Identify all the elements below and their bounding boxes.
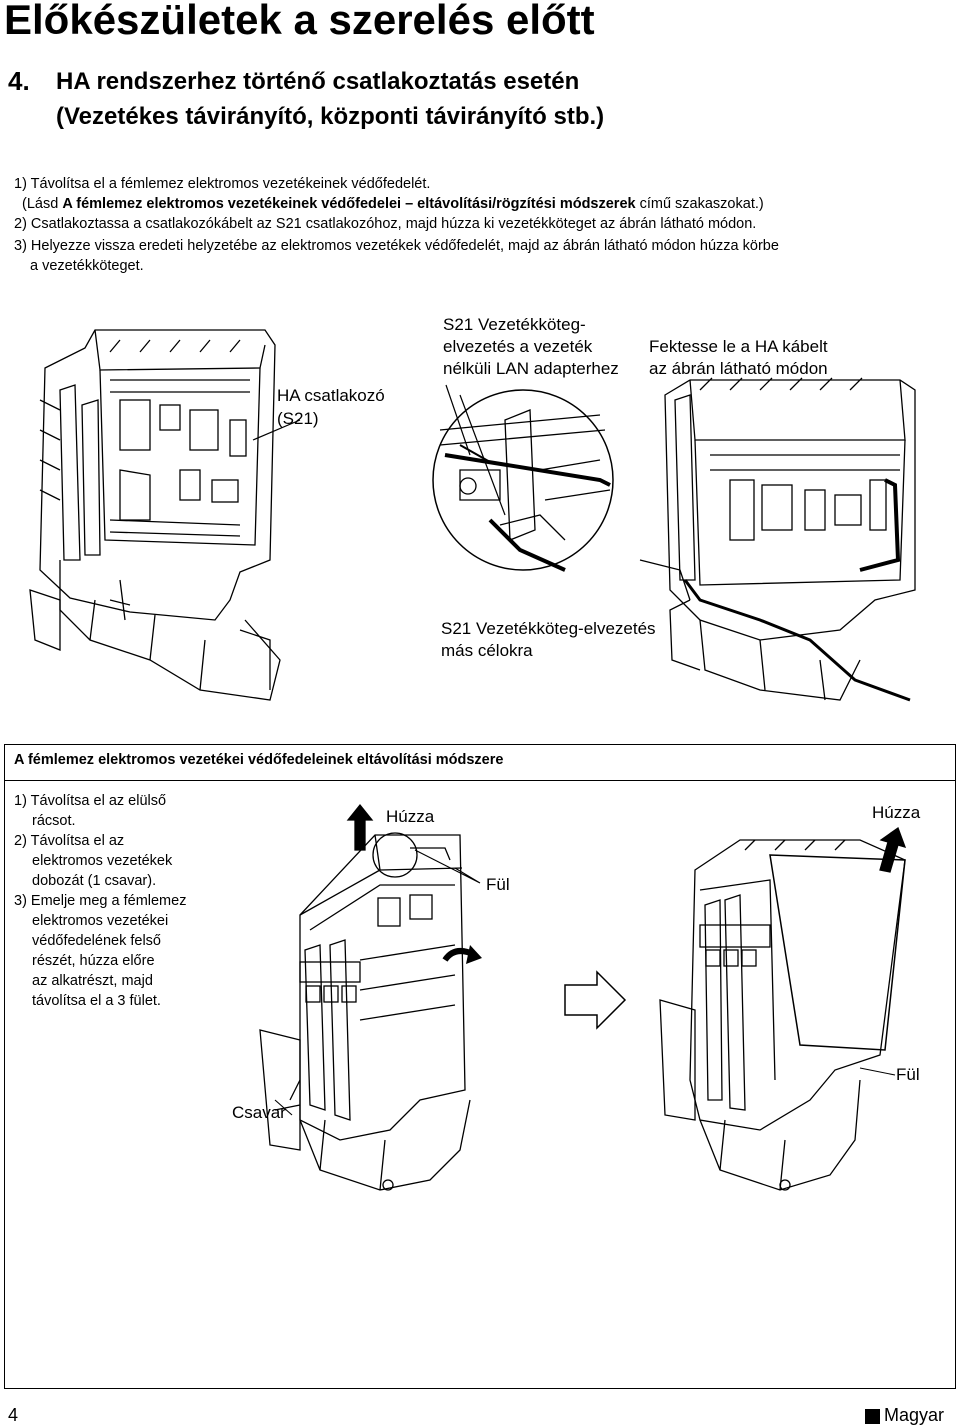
pull-arrow-right	[879, 826, 907, 873]
removal-method-box	[4, 744, 956, 1389]
magnified-detail-circle	[432, 389, 614, 572]
transition-arrow	[564, 970, 627, 1030]
label-ha-connector-code: (S21)	[277, 409, 319, 428]
step-1-line1: 1) Távolítsa el a fémlemez elektromos ve…	[14, 176, 431, 192]
removal-step-line: részét, húzza előre	[32, 953, 155, 969]
removal-step-line: 2) Távolítsa el az	[14, 833, 125, 849]
removal-title-divider	[4, 780, 956, 781]
removal-steps: 1) Távolítsa el az elülső rácsot. 2) Táv…	[14, 791, 186, 1011]
removal-step-line: elektromos vezetékek	[32, 853, 173, 869]
removal-step-line: dobozát (1 csavar).	[32, 873, 157, 889]
step-1-post: című szakaszokat.)	[635, 196, 764, 212]
label-s21-other-2: más célokra	[441, 641, 533, 660]
label-s21-other-1: S21 Vezetékköteg-elvezetés	[441, 619, 656, 638]
removal-step-line: az alkatrészt, majd	[32, 973, 153, 989]
label-s21-lan-2: elvezetés a vezeték	[443, 337, 593, 356]
label-pull-right: Húzza	[872, 803, 921, 822]
left-unit-drawing	[29, 329, 301, 701]
label-lay-cable-1: Fektesse le a HA kábelt	[649, 337, 828, 356]
removal-method-title: A fémlemez elektromos vezetékei védőfede…	[14, 752, 504, 768]
page-title: Előkészületek a szerelés előtt	[4, 0, 595, 43]
label-s21-lan-1: S21 Vezetékköteg-	[443, 315, 586, 334]
section-heading-line1: HA rendszerhez történő csatlakoztatás es…	[56, 68, 580, 95]
pull-arrow-left	[346, 803, 374, 851]
label-ha-connector: HA csatlakozó	[277, 386, 385, 405]
removal-step-line: védőfedelének felső	[32, 933, 161, 949]
label-lay-cable-2: az ábrán látható módon	[649, 359, 828, 378]
label-tab-right: Fül	[896, 1065, 920, 1084]
label-screw: Csavar	[232, 1103, 286, 1122]
section-heading-line2: (Vezetékes távirányító, központi távirán…	[56, 103, 605, 130]
label-pull-left: Húzza	[386, 807, 435, 826]
language-label: Magyar	[884, 1405, 945, 1425]
step-3-line1: 3) Helyezze vissza eredeti helyzetébe az…	[14, 238, 779, 254]
removal-step-line: 3) Emelje meg a fémlemez	[14, 893, 187, 909]
step-1-reference-link: A fémlemez elektromos vezetékeinek védőf…	[62, 196, 636, 212]
right-unit-drawing	[639, 377, 916, 702]
label-s21-lan-3: nélküli LAN adapterhez	[443, 359, 619, 378]
removal-step-line: rácsot.	[32, 813, 76, 829]
language-marker-icon	[865, 1409, 880, 1424]
label-tab-left: Fül	[486, 875, 510, 894]
removal-step-line: távolítsa el a 3 fület.	[32, 993, 161, 1009]
page-number: 4	[8, 1405, 19, 1425]
section-number: 4.	[8, 66, 30, 96]
step-1-line2: (Lásd A fémlemez elektromos vezetékeinek…	[22, 194, 764, 214]
step-2: 2) Csatlakoztassa a csatlakozókábelt az …	[14, 216, 757, 232]
step-3-line2: a vezetékköteget.	[30, 258, 144, 274]
removal-step-line: 1) Távolítsa el az elülső	[14, 793, 167, 809]
removal-step-line: elektromos vezetékei	[32, 913, 169, 929]
lower-right-unit-drawing	[659, 839, 906, 1191]
lower-left-unit-drawing	[259, 832, 471, 1191]
step-1-pre: (Lásd	[22, 196, 63, 212]
